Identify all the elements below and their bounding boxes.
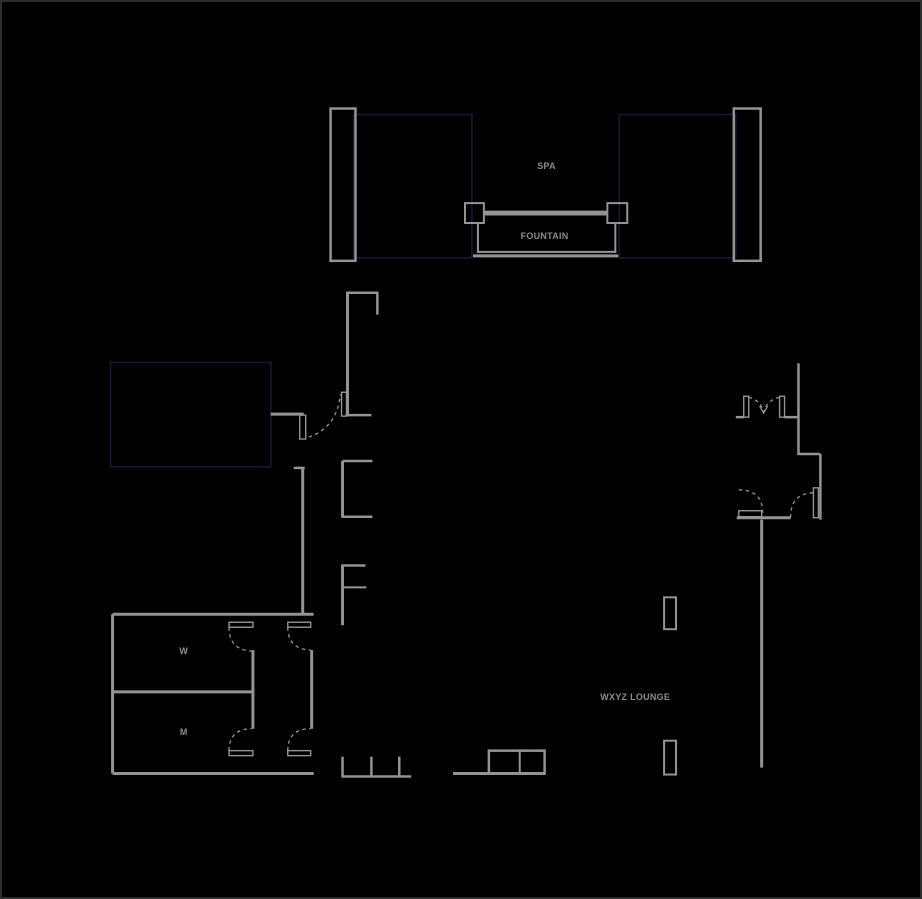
door-swing-arc [287, 627, 311, 651]
door-swing-arc [748, 396, 765, 413]
door-swing-arc [738, 489, 764, 513]
fountain-basin-right [606, 202, 629, 225]
door-leaf [287, 749, 312, 757]
door-leaf [812, 487, 820, 519]
door-swing-arc [228, 627, 252, 652]
label-fountain: FOUNTAIN [521, 231, 569, 241]
label-restroom-m: M [180, 727, 188, 737]
door-leaf [228, 621, 254, 628]
door-jamb [778, 395, 786, 418]
door-jamb [743, 395, 750, 418]
zone-rect-west [109, 361, 272, 468]
door-leaf [287, 621, 312, 628]
label-spa: SPA [537, 161, 556, 171]
door-swing-arc [763, 396, 780, 413]
lounge-column-lower [663, 739, 678, 776]
door-leaf [299, 414, 307, 440]
service-counter [487, 749, 546, 775]
door-swing-arc [228, 728, 252, 751]
door-swing-arc [308, 394, 342, 438]
label-restroom-w: W [179, 646, 188, 656]
fountain-basin-left [463, 202, 485, 225]
lounge-column-upper [663, 596, 678, 631]
spa-pillar-right [732, 107, 762, 263]
door-leaf [228, 749, 254, 757]
door-meeting-mark [759, 405, 769, 415]
label-wxyz-lounge: WXYZ LOUNGE [600, 692, 670, 702]
spa-zone-left [352, 113, 473, 259]
door-swing-arc [789, 492, 815, 518]
door-swing-arc [287, 728, 311, 751]
door-leaf [738, 510, 763, 518]
spa-pillar-left [329, 107, 357, 263]
door-jamb [340, 391, 348, 417]
spa-zone-right [618, 113, 737, 259]
